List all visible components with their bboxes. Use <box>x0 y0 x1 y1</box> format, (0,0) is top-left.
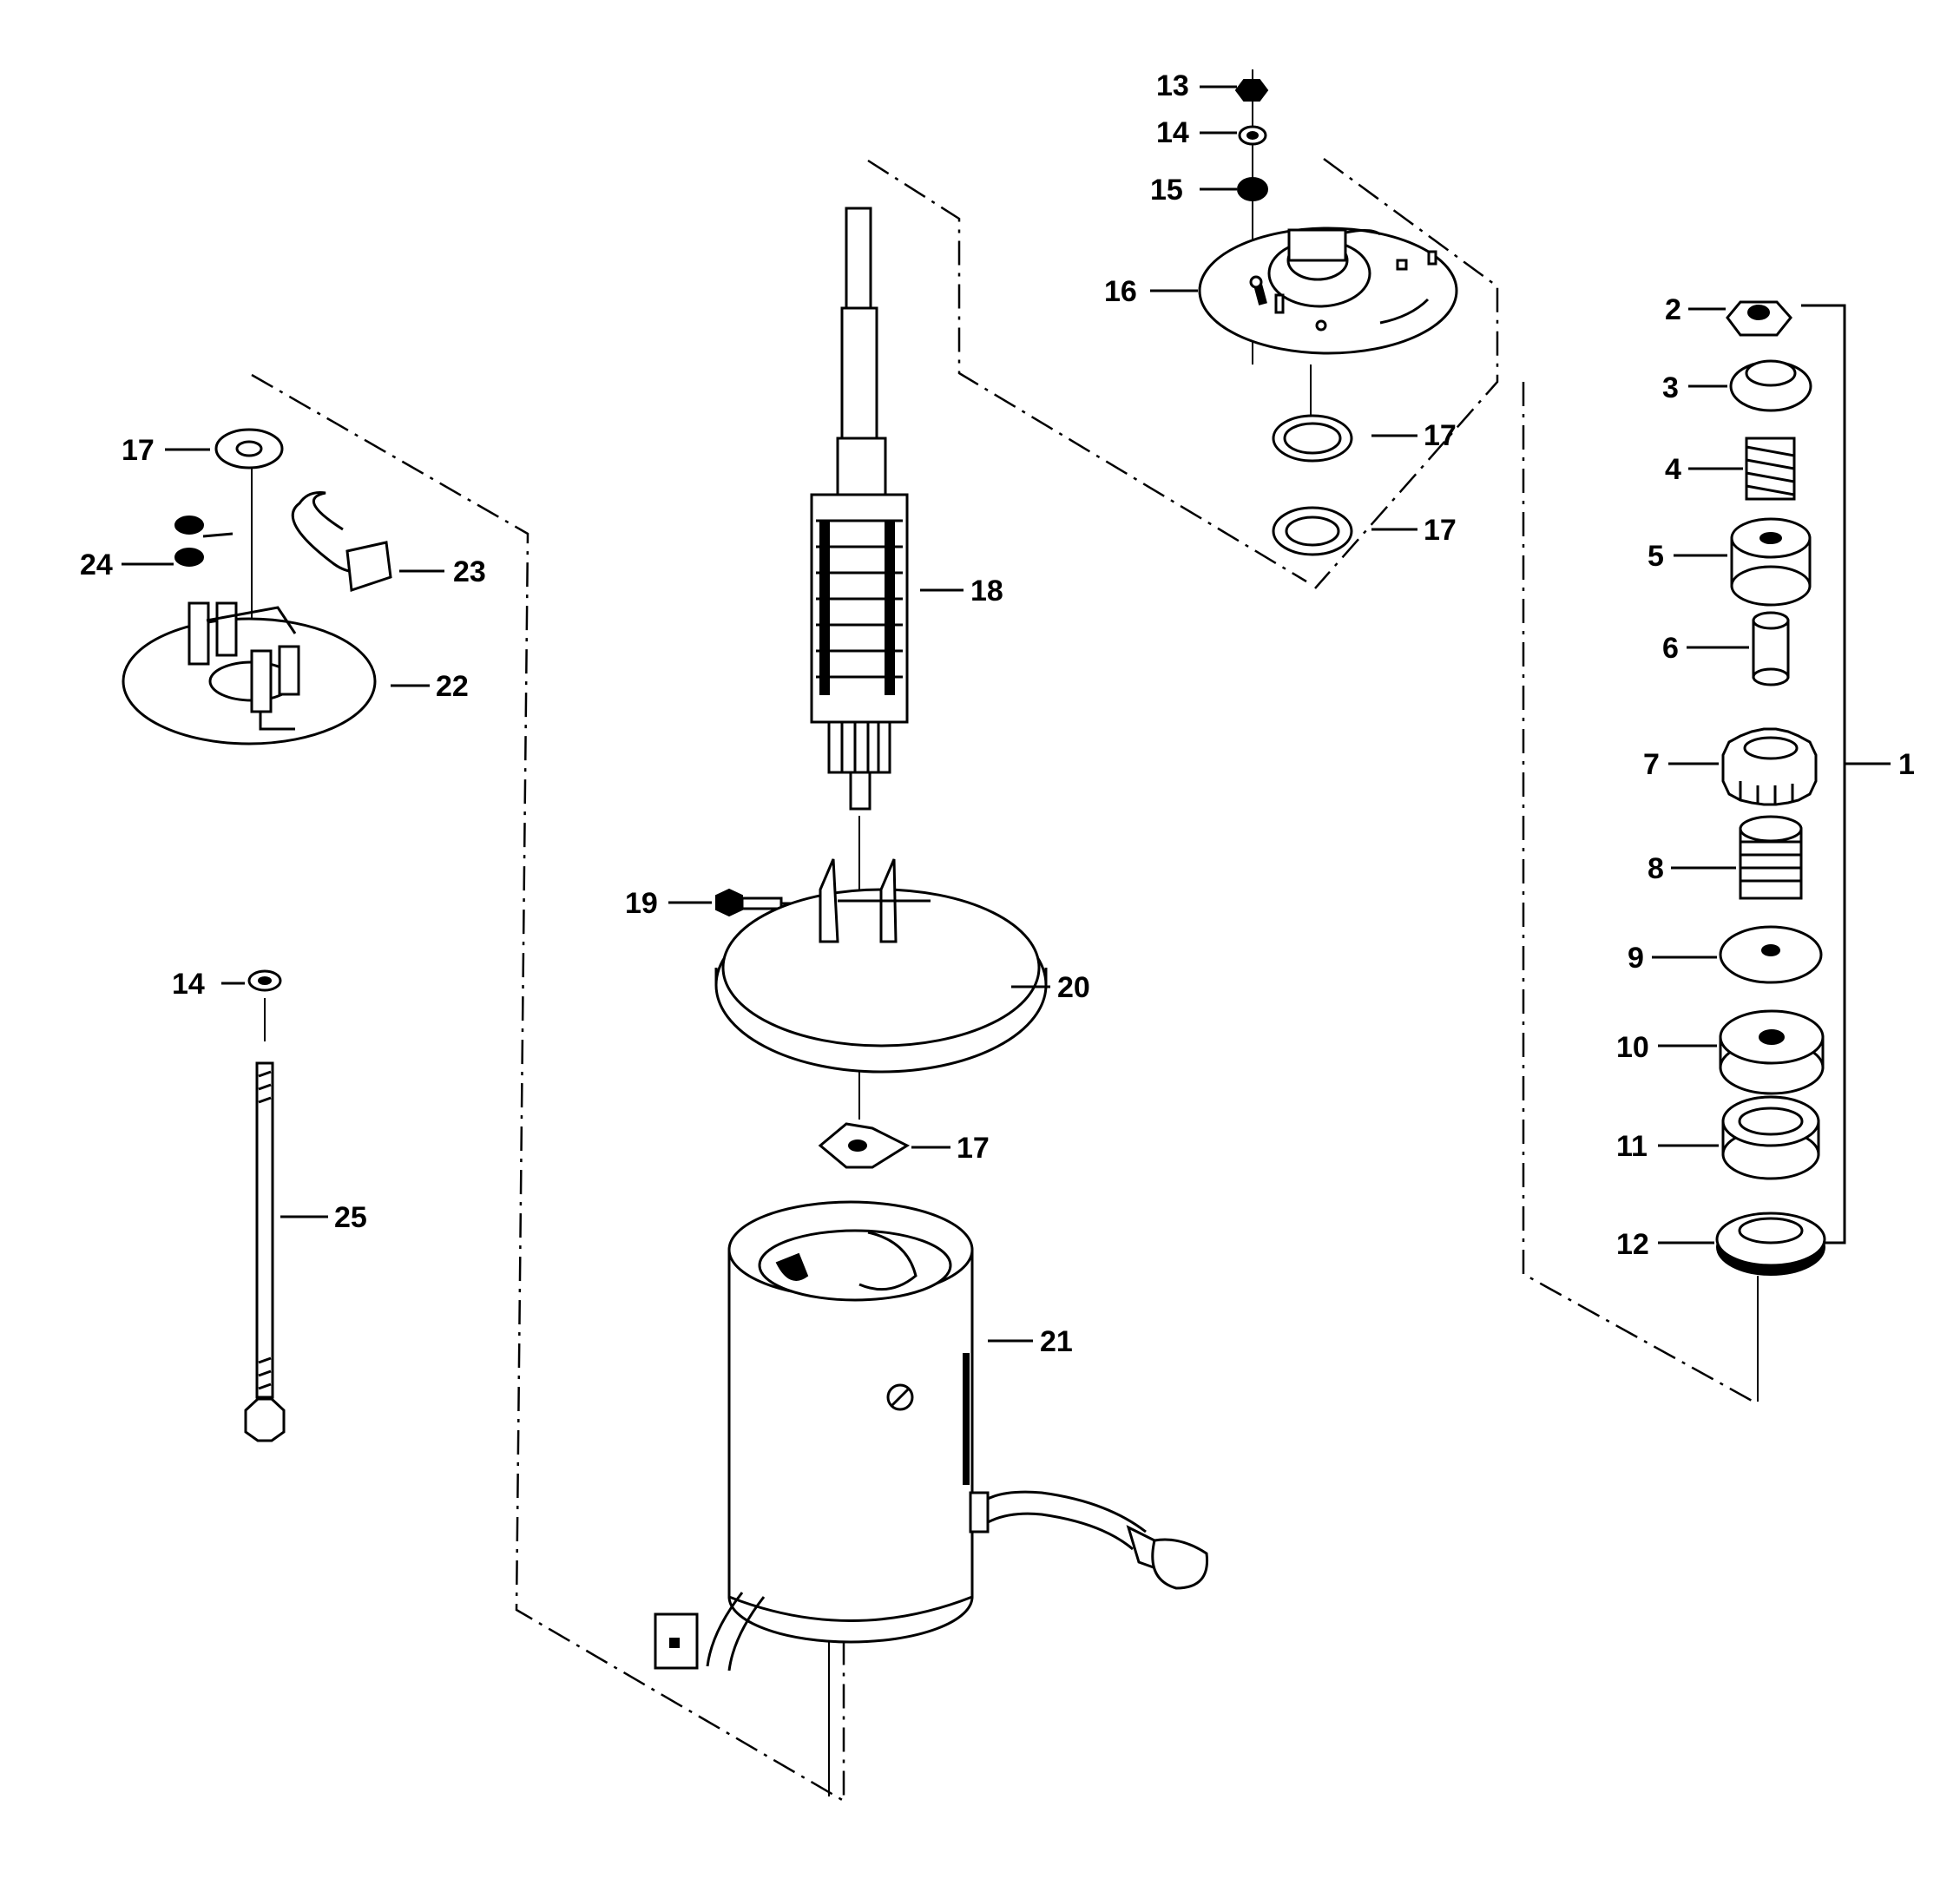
group-outline-armature <box>867 159 1307 583</box>
callout-10: 10 <box>1616 1031 1649 1064</box>
callout-22: 22 <box>436 670 469 703</box>
callout-7: 7 <box>1643 748 1660 781</box>
callout-15: 15 <box>1150 174 1183 207</box>
callout-9: 9 <box>1628 942 1644 975</box>
group-outline-brush-plate <box>251 373 845 1803</box>
cup-12 <box>1715 1212 1826 1276</box>
callout-17-end-cap-upper: 17 <box>1424 419 1457 452</box>
spacer-10 <box>1719 1009 1825 1095</box>
callout-12: 12 <box>1616 1228 1649 1261</box>
washer-17-upper <box>1272 414 1353 463</box>
drive-sleeve-8 <box>1739 815 1803 900</box>
callout-3: 3 <box>1662 371 1679 404</box>
callout-25: 25 <box>334 1201 367 1234</box>
armature-18 <box>810 207 909 811</box>
callout-labels: 13 14 15 16 17 17 2 3 4 5 6 7 1 8 9 10 1… <box>80 69 1915 1358</box>
nut-15 <box>1237 177 1268 201</box>
pinion-gear-7 <box>1721 727 1818 806</box>
callout-14-top: 14 <box>1156 116 1189 149</box>
callout-24: 24 <box>80 548 113 581</box>
drive-assembly-bracket-1 <box>1801 304 1846 1245</box>
frame-21 <box>654 1200 1209 1671</box>
washer-9 <box>1719 925 1823 984</box>
band-20 <box>714 858 1048 1074</box>
callout-19: 19 <box>625 887 658 920</box>
drive-nut-2 <box>1726 300 1792 337</box>
washer-17-left <box>214 428 284 470</box>
callout-17-left: 17 <box>122 434 155 467</box>
callout-17-end-cap-lower: 17 <box>1424 514 1457 547</box>
callout-21: 21 <box>1040 1325 1073 1358</box>
leader-lines <box>122 85 1891 1343</box>
washer-17-center <box>818 1122 911 1169</box>
stop-3 <box>1729 359 1812 412</box>
washer-17-lower <box>1272 506 1353 556</box>
end-cap-16 <box>1198 227 1458 355</box>
hex-nut-13 <box>1234 79 1269 102</box>
screw-19 <box>715 888 803 917</box>
lock-washer-14-top <box>1238 125 1267 146</box>
callout-1: 1 <box>1898 748 1915 781</box>
callout-14-left: 14 <box>172 968 205 1001</box>
callout-5: 5 <box>1648 540 1664 573</box>
brush-plate-22 <box>122 601 377 745</box>
callout-11: 11 <box>1616 1130 1648 1163</box>
collar-11 <box>1721 1095 1820 1180</box>
callout-23: 23 <box>453 555 486 588</box>
lock-washer-14-left <box>247 969 282 992</box>
callout-20: 20 <box>1057 971 1090 1004</box>
callout-6: 6 <box>1662 632 1679 665</box>
through-bolt-25 <box>244 1061 286 1442</box>
callout-17-center: 17 <box>957 1132 990 1165</box>
callout-16: 16 <box>1104 275 1137 308</box>
collar-5 <box>1730 517 1812 607</box>
group-outline-drive <box>1522 382 1754 1403</box>
bushing-6 <box>1752 611 1790 686</box>
callout-4: 4 <box>1665 453 1681 486</box>
brush-24 <box>174 516 233 567</box>
callout-13: 13 <box>1156 69 1189 102</box>
callout-2: 2 <box>1665 293 1681 326</box>
spring-4 <box>1745 437 1796 501</box>
brush-spring-23 <box>291 491 392 593</box>
callout-18: 18 <box>970 575 1003 607</box>
callout-8: 8 <box>1648 852 1664 885</box>
group-outline-end-cap <box>1314 157 1499 589</box>
